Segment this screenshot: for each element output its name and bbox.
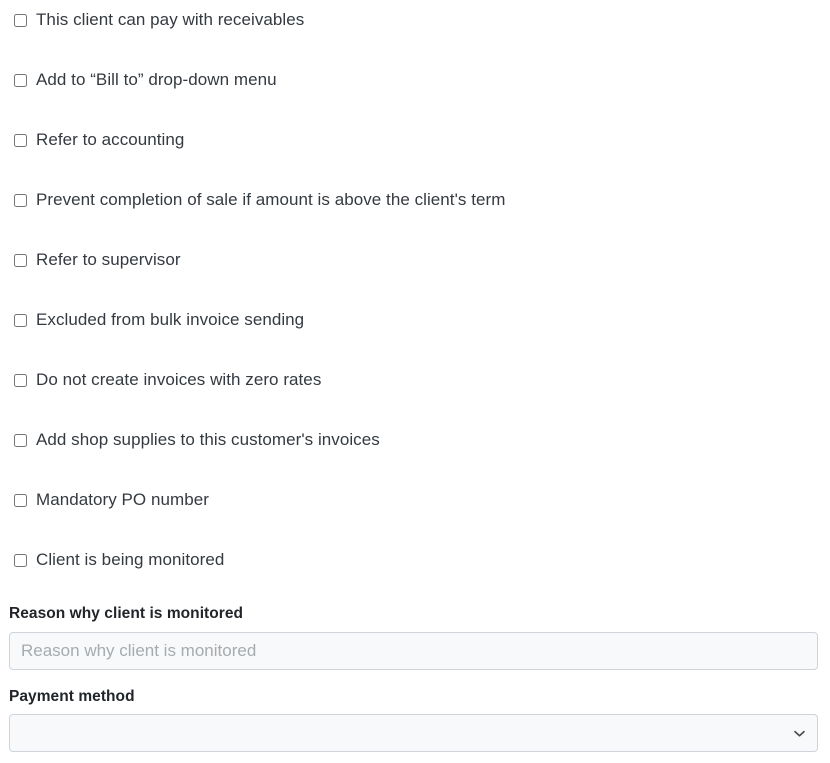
payment-method-select-wrap <box>9 714 818 752</box>
checkbox-row-add-to-bill-to-dropdown[interactable]: Add to “Bill to” drop-down menu <box>9 68 277 92</box>
checkbox-row-pay-with-receivables[interactable]: This client can pay with receivables <box>9 8 304 32</box>
reason-why-client-is-monitored-input[interactable] <box>9 632 818 670</box>
checkbox-label-client-is-being-monitored: Client is being monitored <box>36 550 225 569</box>
checkbox-row-no-zero-rate-invoices[interactable]: Do not create invoices with zero rates <box>9 368 321 392</box>
checkbox-no-zero-rate-invoices[interactable] <box>14 373 27 387</box>
payment-method-label: Payment method <box>9 688 135 705</box>
checkbox-label-excluded-from-bulk-invoice-sending: Excluded from bulk invoice sending <box>36 310 305 329</box>
checkbox-label-pay-with-receivables: This client can pay with receivables <box>36 10 305 29</box>
checkbox-refer-to-supervisor[interactable] <box>14 253 27 267</box>
checkbox-label-mandatory-po-number: Mandatory PO number <box>36 490 209 509</box>
checkbox-prevent-completion-of-sale[interactable] <box>14 193 27 207</box>
checkbox-add-shop-supplies[interactable] <box>14 433 27 447</box>
checkbox-pay-with-receivables[interactable] <box>14 13 27 27</box>
checkbox-label-add-shop-supplies: Add shop supplies to this customer's inv… <box>36 430 380 449</box>
checkbox-row-add-shop-supplies[interactable]: Add shop supplies to this customer's inv… <box>9 428 380 452</box>
checkbox-label-add-to-bill-to-dropdown: Add to “Bill to” drop-down menu <box>36 70 277 89</box>
checkbox-label-refer-to-accounting: Refer to accounting <box>36 130 185 149</box>
checkbox-row-refer-to-accounting[interactable]: Refer to accounting <box>9 128 184 152</box>
checkbox-client-is-being-monitored[interactable] <box>14 553 27 567</box>
checkbox-label-refer-to-supervisor: Refer to supervisor <box>36 250 181 269</box>
reason-why-client-is-monitored-label: Reason why client is monitored <box>9 605 244 622</box>
checkbox-row-client-is-being-monitored[interactable]: Client is being monitored <box>9 548 224 572</box>
payment-method-select[interactable] <box>9 714 818 752</box>
checkbox-row-mandatory-po-number[interactable]: Mandatory PO number <box>9 488 209 512</box>
checkbox-row-refer-to-supervisor[interactable]: Refer to supervisor <box>9 248 181 272</box>
checkbox-excluded-from-bulk-invoice-sending[interactable] <box>14 313 27 327</box>
checkbox-label-no-zero-rate-invoices: Do not create invoices with zero rates <box>36 370 322 389</box>
checkbox-label-prevent-completion-of-sale: Prevent completion of sale if amount is … <box>36 190 506 209</box>
checkbox-refer-to-accounting[interactable] <box>14 133 27 147</box>
checkbox-add-to-bill-to-dropdown[interactable] <box>14 73 27 87</box>
checkbox-mandatory-po-number[interactable] <box>14 493 27 507</box>
checkbox-row-prevent-completion-of-sale[interactable]: Prevent completion of sale if amount is … <box>9 188 505 212</box>
checkbox-row-excluded-from-bulk-invoice-sending[interactable]: Excluded from bulk invoice sending <box>9 308 304 332</box>
